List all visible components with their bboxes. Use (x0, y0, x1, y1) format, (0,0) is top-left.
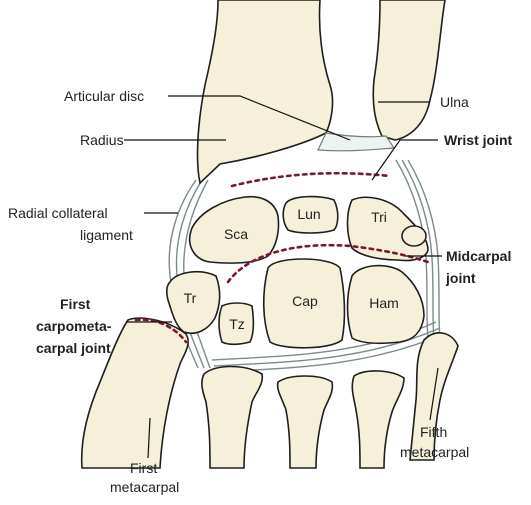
label-ham: Ham (369, 295, 399, 311)
wrist-joint-line (232, 173, 390, 186)
label-fifth-metacarpal-line2: metacarpal (400, 444, 469, 461)
label-fifth-metacarpal-line1: Fifth (420, 424, 447, 441)
label-lun: Lun (297, 206, 320, 222)
label-midcarpal-line1: Midcarpal (446, 248, 511, 265)
label-ulna: Ulna (440, 94, 469, 111)
label-tri: Tri (371, 209, 387, 225)
label-sca: Sca (224, 226, 248, 242)
label-wrist-joint: Wrist joint (444, 132, 512, 149)
label-radial-collateral-line1: Radial collateral (8, 205, 108, 222)
fourth-metacarpal-bone (352, 371, 404, 468)
label-first-cmc-line2: carpometa- (36, 318, 111, 335)
label-articular-disc: Articular disc (64, 88, 144, 105)
label-first-cmc-line1: First (60, 296, 90, 313)
label-midcarpal-line2: joint (446, 270, 476, 287)
ulna-bone (373, 0, 445, 140)
radius-bone (198, 0, 333, 183)
label-tz: Tz (229, 316, 245, 332)
pisiform-bone (402, 226, 426, 246)
label-first-metacarpal-line1: First (130, 460, 157, 477)
label-first-metacarpal-line2: metacarpal (110, 479, 179, 496)
second-metacarpal-bone (202, 367, 262, 469)
label-radial-collateral-line2: ligament (80, 227, 133, 244)
third-metacarpal-bone (278, 376, 333, 468)
label-cap: Cap (292, 293, 318, 309)
label-first-cmc-line3: carpal joint (36, 340, 111, 357)
label-tr: Tr (184, 290, 197, 306)
label-radius: Radius (80, 132, 124, 149)
